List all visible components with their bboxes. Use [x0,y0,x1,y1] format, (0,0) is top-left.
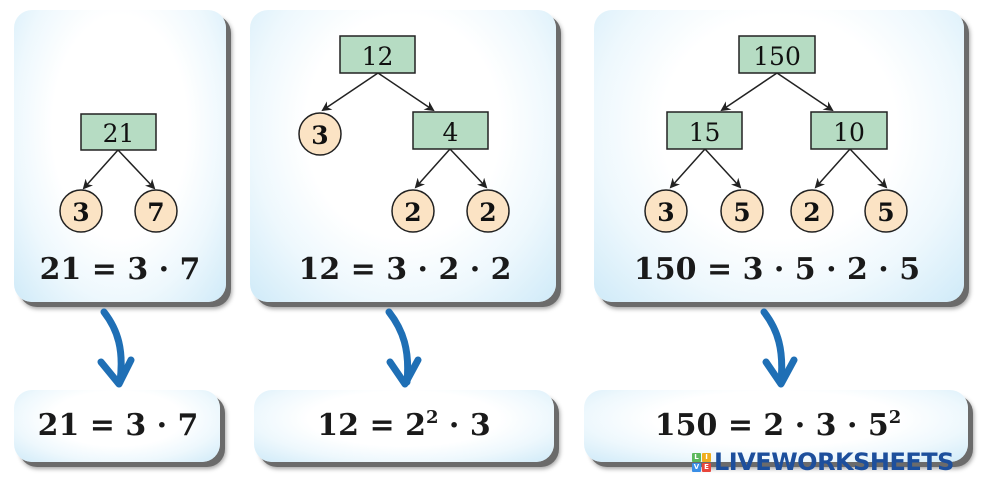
curved-arrow-3 [760,308,798,388]
svg-text:3: 3 [311,121,328,150]
node-circle-2a: 2 [391,189,435,233]
result-equation-21: 21 = 3 · 7 [37,408,199,443]
node-circle-2b: 2 [466,189,510,233]
svg-text:3: 3 [657,198,674,227]
svg-text:150: 150 [753,42,801,71]
result-equation-12: 12 = 22 · 3 [317,408,490,443]
edge-21-3 [82,149,119,190]
result-12-prefix: 12 = 2 [317,408,426,443]
edge-15-5 [704,148,742,189]
svg-text:7: 7 [147,198,164,227]
edge-10-5 [849,148,888,189]
edge-15-3 [669,148,706,189]
result-card-150 [584,390,968,462]
node-circle-5b: 5 [864,189,908,233]
tree-12: 12 3 4 2 2 [298,35,510,233]
curved-arrow-2 [385,308,422,388]
edge-21-7 [117,149,156,190]
svg-text:15: 15 [689,118,721,147]
result-equation-150: 150 = 2 · 3 · 52 [655,408,901,443]
node-circle-7: 7 [134,189,178,233]
tree-21: 21 3 7 [59,113,178,233]
liveworksheets-logo[interactable]: L I V E LIVEWORKSHEETS [692,448,954,476]
svg-text:12: 12 [362,42,394,71]
node-circle-3: 3 [59,189,103,233]
edge-150-15 [720,72,778,112]
svg-text:5: 5 [877,198,894,227]
node-circle-3: 3 [644,189,688,233]
result-12-suffix: · 3 [438,408,491,443]
node-box-150: 150 [738,35,816,74]
equation-21: 21 = 3 · 7 [39,252,201,287]
node-circle-2: 2 [790,189,834,233]
node-box-15: 15 [666,111,743,150]
curved-arrow-1 [97,308,135,388]
node-box-4: 4 [412,111,489,150]
edge-10-2 [814,148,851,189]
svg-text:2: 2 [404,198,421,227]
edge-150-10 [776,72,834,112]
edge-4-2b [449,148,488,189]
tree-150: 150 15 10 3 5 2 5 [644,35,908,233]
result-150-prefix: 150 = 2 · 3 · 5 [654,408,889,443]
edge-12-3 [321,72,379,112]
node-box-12: 12 [339,35,416,74]
svg-text:5: 5 [733,198,750,227]
edge-4-2a [414,148,451,189]
node-box-21: 21 [80,113,157,151]
svg-text:2: 2 [803,198,820,227]
result-card-12 [254,390,554,462]
logo-tile-l: L [692,452,701,462]
svg-text:2: 2 [479,198,496,227]
equation-12: 12 = 3 · 2 · 2 [298,252,512,287]
result-12-exponent: 2 [425,407,439,428]
node-circle-5a: 5 [720,189,764,233]
logo-tiles-icon: L I V E [692,452,711,472]
svg-text:21: 21 [103,119,135,148]
svg-text:3: 3 [72,198,89,227]
node-box-10: 10 [810,111,888,150]
tree-card-21 [14,10,226,302]
equation-150: 150 = 3 · 5 · 2 · 5 [633,252,921,287]
node-circle-3: 3 [298,112,342,156]
logo-tile-e: E [702,462,711,472]
svg-text:10: 10 [833,118,865,147]
edge-12-4 [377,72,435,112]
result-card-21 [14,390,220,462]
result-150-exponent: 2 [888,407,902,428]
logo-tile-v: V [692,462,701,472]
logo-tile-i: I [702,452,711,462]
logo-text: LIVEWORKSHEETS [714,448,954,476]
svg-text:4: 4 [443,118,459,147]
